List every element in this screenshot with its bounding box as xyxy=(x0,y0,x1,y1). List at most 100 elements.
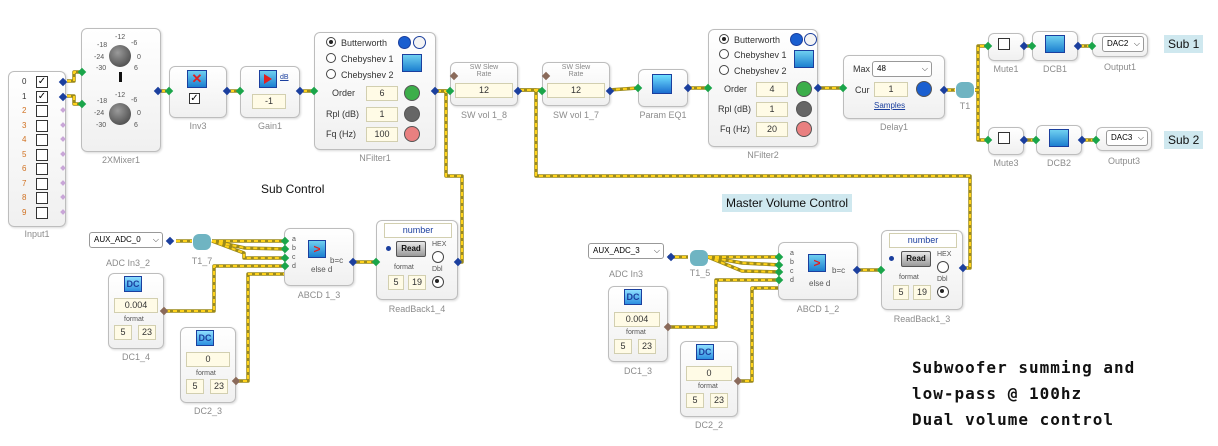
nfilter2-type-radio[interactable] xyxy=(719,34,729,44)
wave-icon[interactable] xyxy=(804,33,817,46)
sub-dc2-value[interactable]: 0 xyxy=(186,352,230,367)
frequency-button[interactable] xyxy=(404,126,420,142)
nfilter1-caption: NFilter1 xyxy=(359,153,391,163)
inv-checkbox[interactable]: ✓ xyxy=(189,93,200,104)
sub-dc2-f2[interactable]: 23 xyxy=(210,379,228,394)
sub-dc1-f2[interactable]: 23 xyxy=(138,325,156,340)
nfilter1-type-radio[interactable] xyxy=(326,69,336,79)
sub-dc2-f1[interactable]: 5 xyxy=(186,379,204,394)
input-channel-label: 6 xyxy=(22,164,27,173)
sub-dc1-value[interactable]: 0.004 xyxy=(114,298,158,313)
sub-readback-f1[interactable]: 5 xyxy=(388,275,404,290)
input-channel-checkbox[interactable] xyxy=(36,177,48,190)
input-channel-checkbox[interactable]: ✓ xyxy=(36,90,48,103)
slew1-value[interactable]: 12 xyxy=(455,83,513,98)
nfilter2-type-radio[interactable] xyxy=(719,49,729,59)
nfilter1-ripple-label: Rpl (dB) xyxy=(326,109,360,119)
abcd-port-d: d xyxy=(790,277,794,284)
t1-node[interactable] xyxy=(956,82,974,98)
mixer-slider-divider xyxy=(119,72,122,82)
mixer-tick: -24 xyxy=(94,110,105,117)
nfilter1-order-value[interactable]: 6 xyxy=(366,86,398,101)
power-icon[interactable] xyxy=(398,36,411,49)
master-dbl-label: Dbl xyxy=(937,276,948,283)
master-adc-out-pin[interactable] xyxy=(666,252,676,262)
nfilter1-type-radio[interactable] xyxy=(326,37,336,47)
mixer-knob-top[interactable] xyxy=(109,45,131,67)
master-dc2-value[interactable]: 0 xyxy=(686,366,732,381)
sub-t-node[interactable] xyxy=(193,234,211,250)
sub-adc-dropdown[interactable]: AUX_ADC_0⌵ xyxy=(89,232,163,248)
power-icon[interactable] xyxy=(790,33,803,46)
gain-unit: dB xyxy=(280,74,289,81)
nfilter2-freq-value[interactable]: 20 xyxy=(756,122,788,137)
sub-dbl-radio[interactable] xyxy=(432,276,444,288)
dc-blocker-icon xyxy=(1045,35,1065,53)
ripple-button[interactable] xyxy=(796,101,812,117)
order-button[interactable] xyxy=(796,81,812,97)
input-channel-checkbox[interactable] xyxy=(36,192,48,204)
compare-icon: > xyxy=(308,240,326,258)
input-channel-checkbox[interactable] xyxy=(36,148,48,161)
master-dc1-f2[interactable]: 23 xyxy=(638,339,656,354)
master-dc2-f2[interactable]: 23 xyxy=(710,393,728,408)
master-t-node[interactable] xyxy=(690,250,708,266)
nfilter2-ripple-label: Rpl (dB) xyxy=(718,104,752,114)
slew2-caption: SW vol 1_7 xyxy=(552,110,600,120)
nfilter1-freq-value[interactable]: 100 xyxy=(366,127,398,142)
master-dc2-f1[interactable]: 5 xyxy=(686,393,704,408)
sub-dc2-caption: DC2_3 xyxy=(193,406,222,416)
ripple-button[interactable] xyxy=(404,106,420,122)
nfilter2-ripple-value[interactable]: 1 xyxy=(756,102,788,117)
master-dc2-format: format xyxy=(698,383,718,390)
dcb2-caption: DCB2 xyxy=(1046,158,1071,168)
mute3-checkbox[interactable] xyxy=(998,132,1010,144)
input-channel-checkbox[interactable] xyxy=(36,105,48,117)
mixer-tick: -12 xyxy=(115,34,126,41)
master-hex-radio[interactable] xyxy=(937,261,949,273)
gain-value[interactable]: -1 xyxy=(252,94,286,109)
slew2-value[interactable]: 12 xyxy=(547,83,605,98)
delay-max-dropdown[interactable]: 48⌵ xyxy=(872,61,932,77)
sub-adc-out-pin[interactable] xyxy=(165,236,175,246)
nfilter2-type-radio[interactable] xyxy=(719,65,729,75)
master-readback-f1[interactable]: 5 xyxy=(893,285,909,300)
sub-hex-radio[interactable] xyxy=(432,251,444,263)
sub-read-button[interactable]: Read xyxy=(396,241,426,257)
inv-block[interactable] xyxy=(169,66,227,118)
wave-icon[interactable] xyxy=(413,36,426,49)
sub2-title: Sub 2 xyxy=(1164,131,1204,149)
output1-dropdown[interactable]: DAC2⌵ xyxy=(1102,36,1144,52)
mute1-checkbox[interactable] xyxy=(998,38,1010,50)
sub-readback-f2[interactable]: 19 xyxy=(408,275,426,290)
input-channel-checkbox[interactable]: ✓ xyxy=(36,76,48,88)
delay-adjust-button[interactable] xyxy=(916,81,932,97)
master-dbl-radio[interactable] xyxy=(937,286,949,298)
output3-dropdown[interactable]: DAC3⌵ xyxy=(1106,130,1148,146)
mixer-knob-bottom[interactable] xyxy=(109,103,131,125)
input-channel-checkbox[interactable] xyxy=(36,206,48,219)
delay-samples-link[interactable]: Samples xyxy=(874,101,906,110)
nfilter1-type-radio[interactable] xyxy=(326,53,336,63)
master-readback-f2[interactable]: 19 xyxy=(913,285,931,300)
master-hex-label: HEX xyxy=(937,251,952,258)
nfilter2-freq-label: Fq (Hz) xyxy=(720,124,750,134)
nfilter2-order-value[interactable]: 4 xyxy=(756,82,788,97)
input-channel-checkbox[interactable] xyxy=(36,163,48,175)
chevron-down-icon: ⌵ xyxy=(653,246,660,255)
order-button[interactable] xyxy=(404,85,420,101)
master-read-button[interactable]: Read xyxy=(901,251,931,267)
master-adc-dropdown[interactable]: AUX_ADC_3⌵ xyxy=(588,243,664,259)
input-channel-label: 7 xyxy=(22,178,27,188)
master-dc1-value[interactable]: 0.004 xyxy=(614,312,660,327)
frequency-button[interactable] xyxy=(796,121,812,137)
master-dc1-f1[interactable]: 5 xyxy=(614,339,632,354)
nfilter1-ripple-value[interactable]: 1 xyxy=(366,107,398,122)
input-channel-label: 9 xyxy=(22,207,27,217)
input-channel-checkbox[interactable] xyxy=(36,119,48,132)
delay-cur-value[interactable]: 1 xyxy=(874,82,908,97)
delay-caption: Delay1 xyxy=(879,122,908,132)
sub-readback-indicator xyxy=(386,246,391,251)
input-channel-checkbox[interactable] xyxy=(36,134,48,146)
sub-dc1-f1[interactable]: 5 xyxy=(114,325,132,340)
